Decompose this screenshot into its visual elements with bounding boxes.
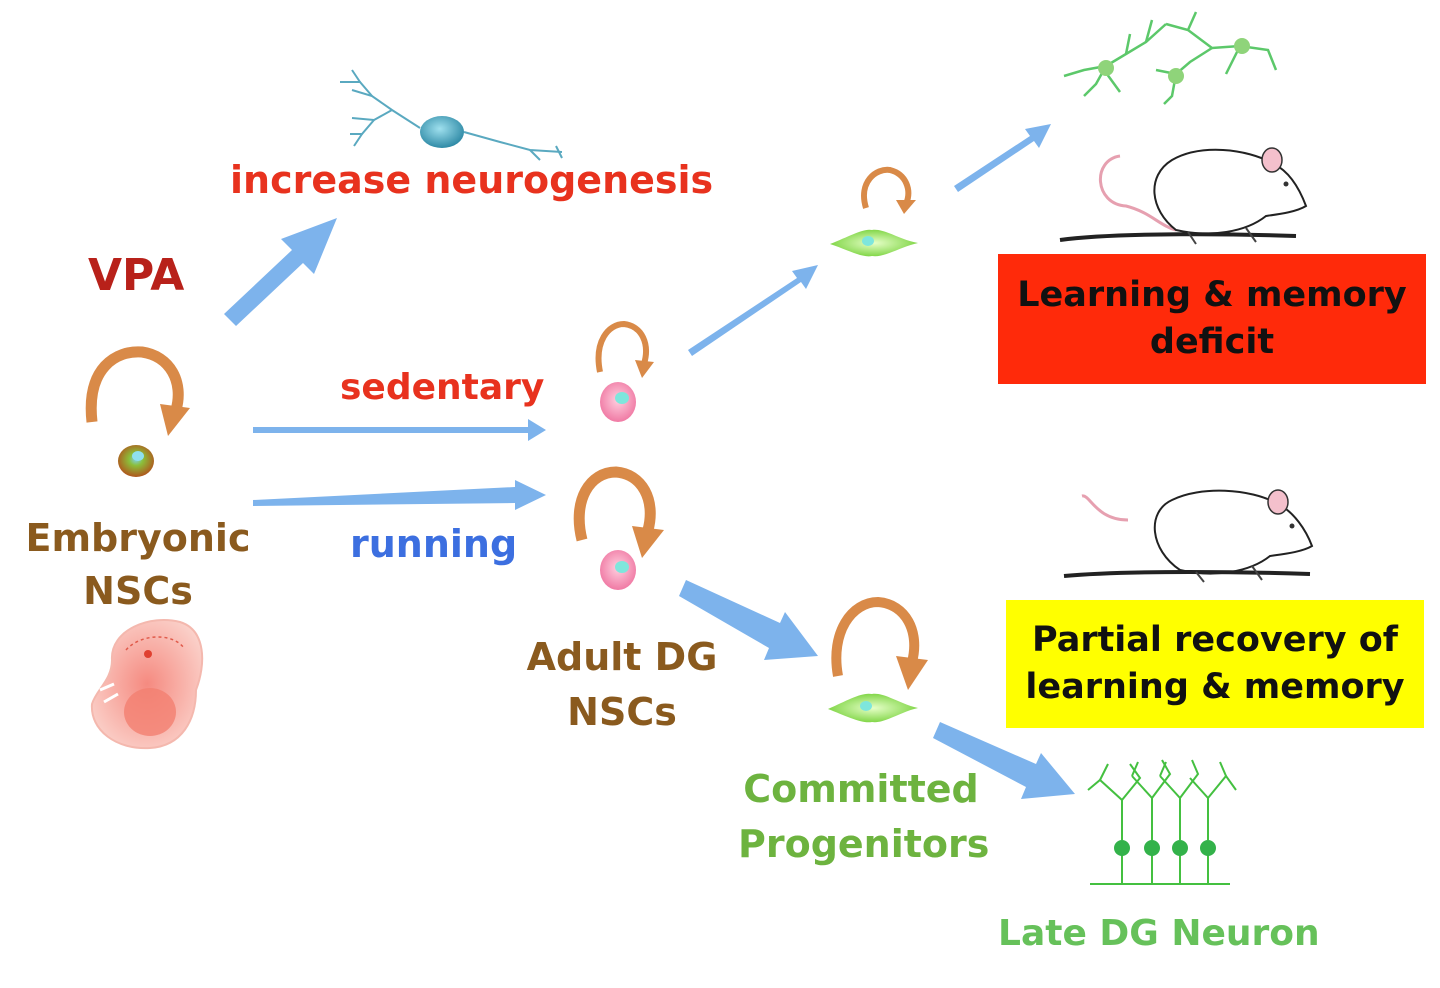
adult-line2: NSCs	[567, 690, 677, 735]
progenitor-to-neuron-arrow-upper	[954, 124, 1051, 192]
neuron-icon	[340, 69, 563, 161]
neuron-soma-icon	[1144, 840, 1160, 856]
neuron-network-icon	[1063, 11, 1278, 105]
neuron-soma-icon	[1114, 840, 1130, 856]
embryonic-line2: NSCs	[83, 569, 193, 614]
running-label: running	[350, 522, 518, 566]
curved-arrow-icon	[85, 346, 190, 436]
adult-line1: Adult DG	[526, 635, 718, 679]
vpa-arrow	[224, 218, 337, 326]
recovery-line2: learning & memory	[1025, 667, 1405, 707]
neuron-soma-icon	[1172, 840, 1188, 856]
adult-to-progenitor-arrow-lower	[679, 580, 818, 660]
adult-to-progenitor-arrow-upper	[688, 265, 818, 356]
deficit-box: Learning & memory deficit	[998, 254, 1426, 384]
committed-line2: Progenitors	[738, 822, 990, 867]
curved-arrow-icon	[861, 166, 916, 214]
progenitor-cell-icon	[830, 229, 918, 257]
neuron-soma-icon	[1200, 840, 1216, 856]
neuron-soma-icon	[420, 116, 464, 148]
adult-nsc-cell-icon	[600, 550, 636, 590]
deficit-line1: Learning & memory	[1017, 274, 1407, 315]
late-dg-neuron-icon	[1087, 759, 1237, 885]
sedentary-arrow	[253, 419, 546, 441]
recovery-box: Partial recovery of learning & memory	[1006, 600, 1424, 728]
vpa-label: VPA	[88, 250, 185, 301]
committed-progenitors-label: Committed Progenitors	[738, 762, 990, 872]
increase-neurogenesis-label: increase neurogenesis	[230, 158, 714, 202]
deficit-line2: deficit	[1149, 322, 1275, 362]
neuron-soma-icon	[1098, 60, 1114, 76]
adult-nsc-cell-icon	[600, 382, 636, 422]
rat-icon	[1063, 489, 1314, 583]
embryonic-line1: Embryonic	[25, 516, 251, 560]
committed-line1: Committed	[743, 767, 979, 811]
embryonic-nsc-cell-icon	[118, 445, 154, 477]
recovery-line1: Partial recovery of	[1031, 619, 1398, 660]
late-dg-neuron-label: Late DG Neuron	[998, 913, 1320, 954]
progenitor-to-neuron-arrow-lower	[933, 722, 1075, 799]
neuron-soma-icon	[1168, 68, 1184, 84]
curved-arrow-icon	[595, 320, 654, 378]
curved-arrow-icon	[831, 596, 928, 690]
running-arrow	[253, 480, 546, 510]
adult-dg-nscs-label: Adult DG NSCs	[520, 630, 724, 740]
progenitor-cell-icon	[828, 693, 918, 723]
sedentary-label: sedentary	[340, 367, 545, 408]
neuron-soma-icon	[1234, 38, 1250, 54]
embryo-icon	[90, 618, 204, 750]
rat-icon	[1059, 147, 1308, 245]
curved-arrow-icon	[573, 466, 664, 558]
embryonic-nscs-label: Embryonic NSCs	[22, 512, 254, 618]
